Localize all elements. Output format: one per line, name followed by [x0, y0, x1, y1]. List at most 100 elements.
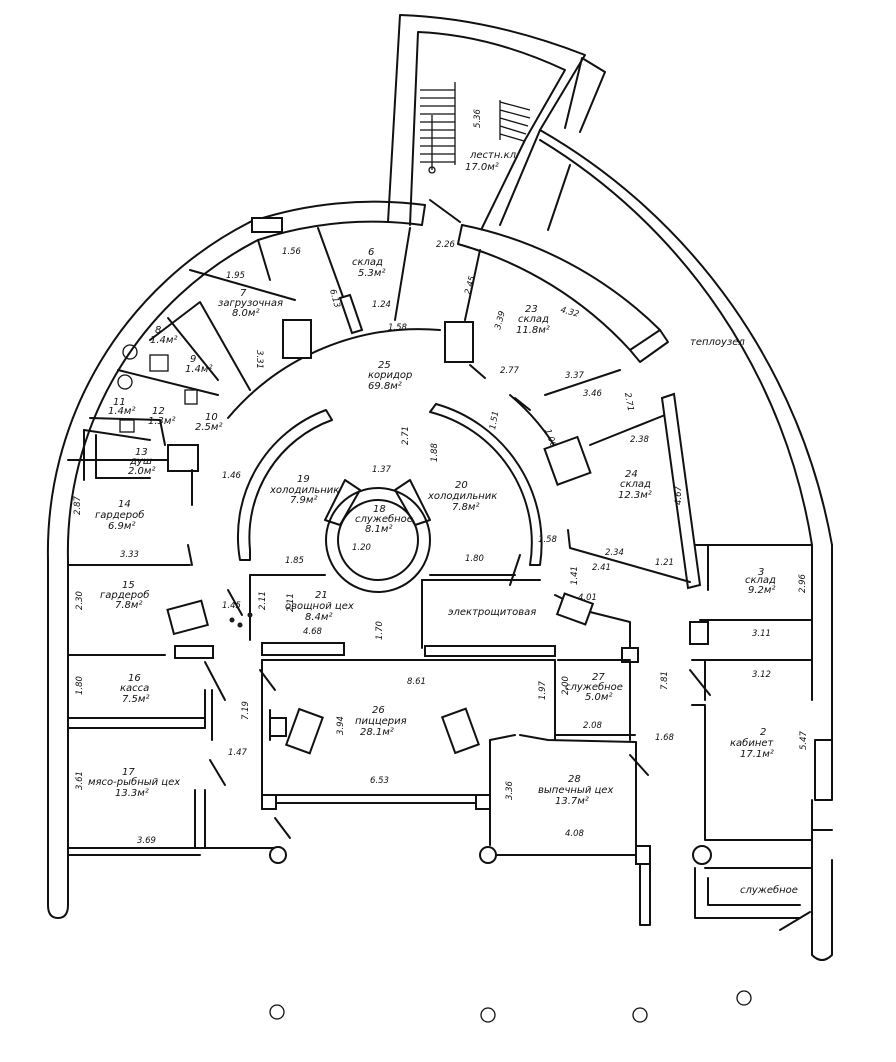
dim: 2.87: [73, 495, 83, 515]
dim: 1.85: [285, 556, 304, 566]
room-label: холодильник: [269, 485, 339, 496]
columns: [269, 990, 752, 1023]
room-area: 1.3м²: [148, 416, 175, 427]
dim: 3.61: [75, 771, 85, 790]
dim: 3.31: [254, 350, 264, 369]
dim: 6.53: [370, 776, 389, 786]
room-label: служебное: [355, 513, 413, 525]
dim: 2.08: [583, 721, 603, 731]
room-num: 20: [455, 480, 468, 491]
dim: 2.00: [561, 676, 571, 695]
dim: 3.36: [505, 780, 515, 800]
dim: 2.96: [798, 573, 808, 593]
room-label: склад: [745, 575, 776, 586]
room-area: 1.4м²: [150, 335, 177, 346]
dim: 2.38: [630, 435, 650, 445]
room-label: мясо-рыбный цех: [88, 776, 180, 788]
room-label: служебное: [565, 681, 623, 693]
dim: 1.45: [222, 601, 241, 611]
room-area: 2.0м²: [128, 466, 155, 477]
room-num: 14: [118, 499, 131, 510]
room-label: душ: [129, 456, 152, 467]
room-num: 28: [568, 774, 581, 785]
dim: 1.58: [538, 535, 558, 545]
room-num: 19: [297, 474, 310, 485]
dim: 1.37: [372, 465, 392, 475]
room-area: 11.8м²: [516, 325, 550, 336]
dim: 2.30: [75, 591, 85, 610]
room-num: 16: [128, 673, 141, 684]
room-area: 5.3м²: [358, 268, 385, 279]
room-num: 24: [625, 469, 638, 480]
room-area: 8.0м²: [232, 308, 259, 319]
label-teplouzel: теплоузел: [690, 337, 745, 348]
room-label: склад: [620, 479, 651, 490]
room-num: 27: [592, 672, 605, 683]
room-area: 8.1м²: [365, 524, 392, 535]
room-num: 8: [155, 325, 161, 336]
room-area: 8.4м²: [305, 612, 332, 623]
dim: 2.41: [592, 563, 611, 573]
dim: 1.95: [226, 271, 245, 281]
dim: 3.94: [336, 716, 346, 735]
room-area: 9.2м²: [748, 585, 775, 596]
dim: 6.13: [327, 288, 342, 309]
room-area: 28.1м²: [360, 727, 394, 738]
room-num: 15: [122, 580, 135, 591]
room-label: пиццерия: [355, 716, 407, 727]
dim: 1.21: [655, 558, 674, 568]
room-area: 7.8м²: [452, 502, 479, 513]
dim: 4.68: [303, 627, 323, 637]
dim: 1.97: [538, 680, 548, 700]
room-area: 17.0м²: [465, 162, 499, 173]
dim: 1.88: [430, 442, 440, 462]
room-area: 13.3м²: [115, 788, 149, 799]
dim: 4.32: [559, 305, 580, 320]
dim: 3.12: [752, 670, 771, 680]
room-num: 23: [525, 304, 538, 315]
dim: 2.45: [463, 275, 478, 296]
room-label: холодильник: [427, 491, 497, 502]
room-num: 6: [368, 247, 374, 258]
label-sluzh: служебное: [740, 884, 798, 896]
dim: 1.70: [375, 621, 385, 640]
dim: 2.34: [605, 548, 624, 558]
room-num: 18: [373, 504, 386, 515]
room-num: 25: [378, 360, 391, 371]
label-elektro: электрощитовая: [448, 607, 536, 618]
dim: 5.47: [799, 730, 809, 750]
dim: 7.19: [241, 701, 251, 720]
dim: 2.71: [401, 426, 411, 445]
dim: 4.67: [674, 485, 684, 505]
dim: 1.68: [655, 733, 675, 743]
dim: 3.33: [120, 550, 139, 560]
dim: 1.58: [388, 323, 408, 333]
dim: 1.06: [542, 428, 558, 450]
room-label: гардероб: [95, 509, 144, 521]
dim: 5.36: [473, 108, 483, 128]
room-num: 21: [315, 590, 328, 601]
room-num: 10: [205, 412, 218, 423]
stairs: [420, 82, 531, 174]
dim: 1.47: [228, 748, 248, 758]
room-num: 7: [240, 288, 247, 299]
dim: 1.80: [75, 676, 85, 695]
room-label: загрузочная: [218, 298, 283, 309]
dim: 3.11: [752, 629, 771, 639]
room-label: выпечный цех: [538, 785, 613, 796]
dim: 3.69: [137, 836, 156, 846]
interior-walls: [67, 82, 813, 931]
dim: 2.77: [500, 366, 520, 376]
room-label: овощной цех: [285, 601, 354, 612]
room-num: 12: [152, 406, 165, 417]
dim: 2.11: [286, 593, 296, 612]
room-num: 11: [113, 397, 126, 408]
dim: 3.39: [493, 310, 508, 331]
room-label: гардероб: [100, 589, 149, 601]
dim: 1.56: [282, 247, 302, 257]
room-num: 26: [372, 705, 385, 716]
room-area: 69.8м²: [368, 381, 402, 392]
dim: 1.41: [570, 566, 580, 585]
room-label: склад: [518, 314, 549, 325]
room-num: 9: [190, 354, 196, 365]
